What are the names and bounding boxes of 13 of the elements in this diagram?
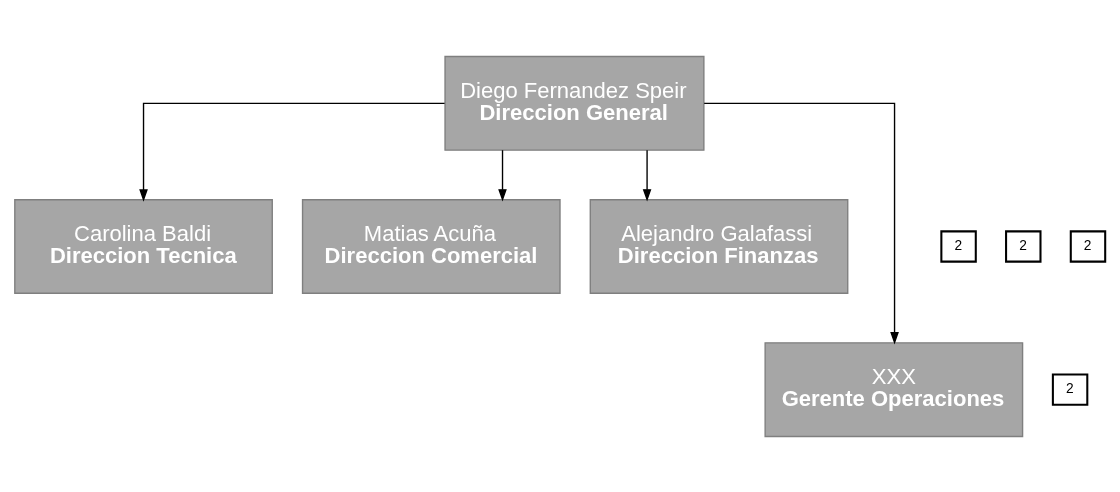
node-box: 2 — [1069, 229, 1107, 263]
arrow — [139, 102, 446, 202]
arrow — [642, 149, 652, 202]
node-box: 2 — [940, 229, 977, 263]
node-box: 2 — [1005, 229, 1042, 263]
node-box: Matias Acuña Direccion Comercial — [301, 198, 561, 294]
node-box: Alejandro Galafassi Direccion Finanzas — [589, 198, 849, 294]
node-box: Carolina Baldi Direccion Tecnica — [14, 198, 273, 294]
arrow — [703, 102, 899, 344]
node-box: Diego Fernandez Speir Direccion General — [444, 55, 705, 151]
arrow — [498, 149, 507, 202]
node-box: 2 — [1051, 373, 1089, 406]
node-box: XXX Gerente Operaciones — [764, 341, 1024, 437]
